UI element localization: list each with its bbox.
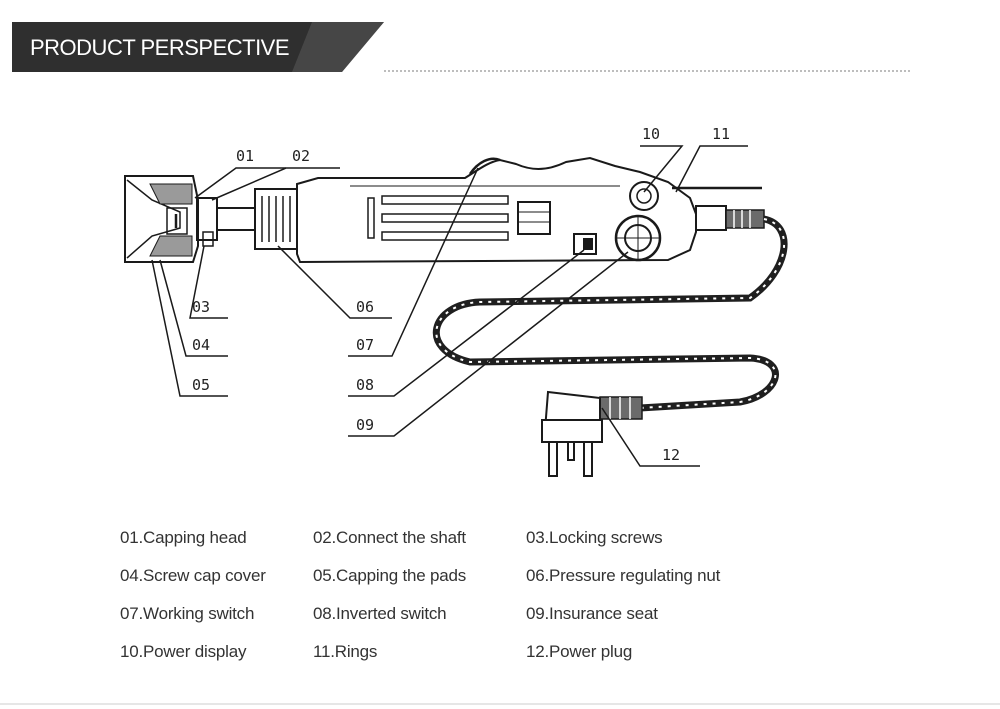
- connect-shaft: [216, 207, 256, 231]
- banner-background: [12, 22, 384, 72]
- power-display: [629, 181, 659, 211]
- capping-head: [124, 175, 199, 263]
- page-title: PRODUCT PERSPECTIVE: [30, 35, 290, 60]
- pressure-regulating-nut: [254, 188, 298, 250]
- power-plug: [541, 390, 643, 477]
- legend-item: 10.Power display: [120, 642, 247, 661]
- callout-06: 06: [356, 298, 374, 316]
- legend-item: 08.Inverted switch: [313, 604, 447, 623]
- callout-09: 09: [356, 416, 374, 434]
- working-switch: [468, 157, 501, 175]
- callout-03: 03: [192, 298, 210, 316]
- callout-01: 01: [236, 147, 254, 165]
- callout-11: 11: [712, 125, 730, 143]
- tool-body: [296, 156, 697, 264]
- header-divider: [384, 70, 910, 72]
- footer-divider: [0, 703, 1000, 705]
- inverted-switch: [573, 233, 597, 255]
- locking-screws: [196, 197, 218, 247]
- legend-item: 12.Power plug: [526, 642, 633, 661]
- callout-12: 12: [662, 446, 680, 464]
- legend-item: 03.Locking screws: [526, 528, 663, 547]
- callout-07: 07: [356, 336, 374, 354]
- cord-connector: [695, 205, 765, 231]
- parts-legend: 01.Capping head 02.Connect the shaft 03.…: [120, 528, 786, 680]
- legend-item: 01.Capping head: [120, 528, 247, 547]
- legend-item: 07.Working switch: [120, 604, 255, 623]
- legend-item: 04.Screw cap cover: [120, 566, 266, 585]
- callout-08: 08: [356, 376, 374, 394]
- callout-05: 05: [192, 376, 210, 394]
- insurance-seat: [614, 214, 662, 262]
- product-diagram: 01 02 03 04 05 06 07 08 09 10 11 12: [124, 125, 788, 477]
- legend-item: 11.Rings: [313, 642, 378, 661]
- callout-02: 02: [292, 147, 310, 165]
- legend-item: 05.Capping the pads: [313, 566, 467, 585]
- callout-10: 10: [642, 125, 660, 143]
- leader-lines: [151, 145, 748, 467]
- callout-04: 04: [192, 336, 210, 354]
- power-cord: [432, 215, 788, 412]
- legend-item: 02.Connect the shaft: [313, 528, 466, 547]
- legend-item: 06.Pressure regulating nut: [526, 566, 721, 585]
- legend-item: 09.Insurance seat: [526, 604, 658, 623]
- section-banner: PRODUCT PERSPECTIVE: [12, 22, 384, 72]
